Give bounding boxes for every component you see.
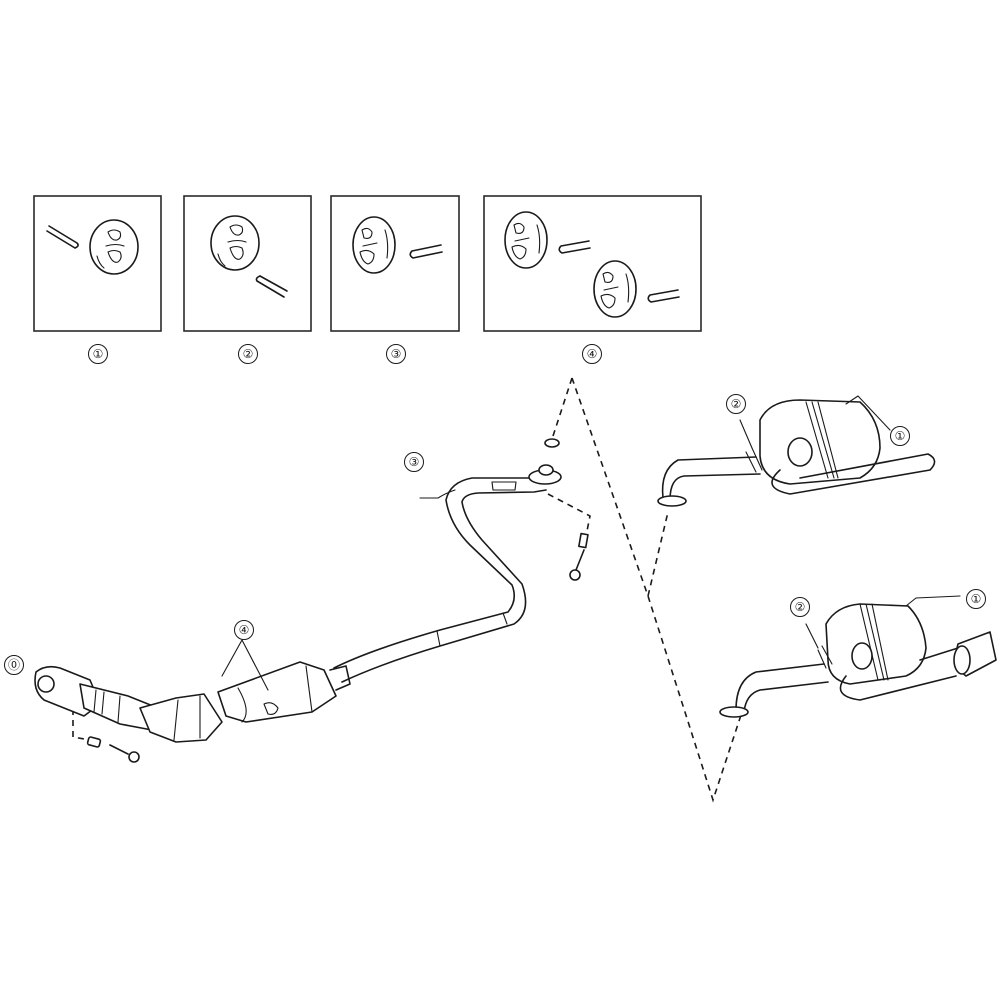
rubber-hanger-icon — [89, 219, 139, 275]
callout-gasket: ⓪ — [4, 655, 24, 675]
hanger-panel-4 — [483, 195, 702, 332]
callout-muffler-b-hanger-2: ② — [790, 597, 810, 617]
panel-label-4: ④ — [582, 344, 602, 364]
rubber-hanger-icon — [210, 215, 260, 271]
panel-label-1: ① — [88, 344, 108, 364]
center-exhaust-pipe — [333, 438, 589, 683]
panel-label-2: ② — [238, 344, 258, 364]
hanger-panel-1 — [33, 195, 162, 332]
hanger-panel-3 — [330, 195, 460, 332]
callout-front-pipe-hanger: ④ — [234, 620, 254, 640]
hanger-panel-2 — [183, 195, 312, 332]
rubber-hanger-icon — [352, 216, 396, 274]
front-exhaust-pipe — [34, 639, 351, 763]
panel-label-3: ③ — [386, 344, 406, 364]
muffler-assembly-b — [719, 595, 997, 718]
rubber-hanger-icon — [504, 211, 548, 269]
muffler-assembly-a — [657, 395, 936, 507]
hanger-rod-icon — [647, 289, 680, 303]
rubber-hanger-icon — [593, 260, 637, 318]
callout-muffler-a-hanger-2: ② — [726, 394, 746, 414]
callout-center-pipe-hanger: ③ — [404, 452, 424, 472]
callout-muffler-b-hanger-1: ① — [966, 589, 986, 609]
callout-muffler-a-hanger-1: ① — [890, 426, 910, 446]
hanger-rod-icon — [409, 244, 443, 259]
hanger-rod-icon — [46, 225, 79, 249]
hanger-rod-icon — [558, 240, 591, 254]
hanger-rod-icon — [255, 275, 288, 298]
